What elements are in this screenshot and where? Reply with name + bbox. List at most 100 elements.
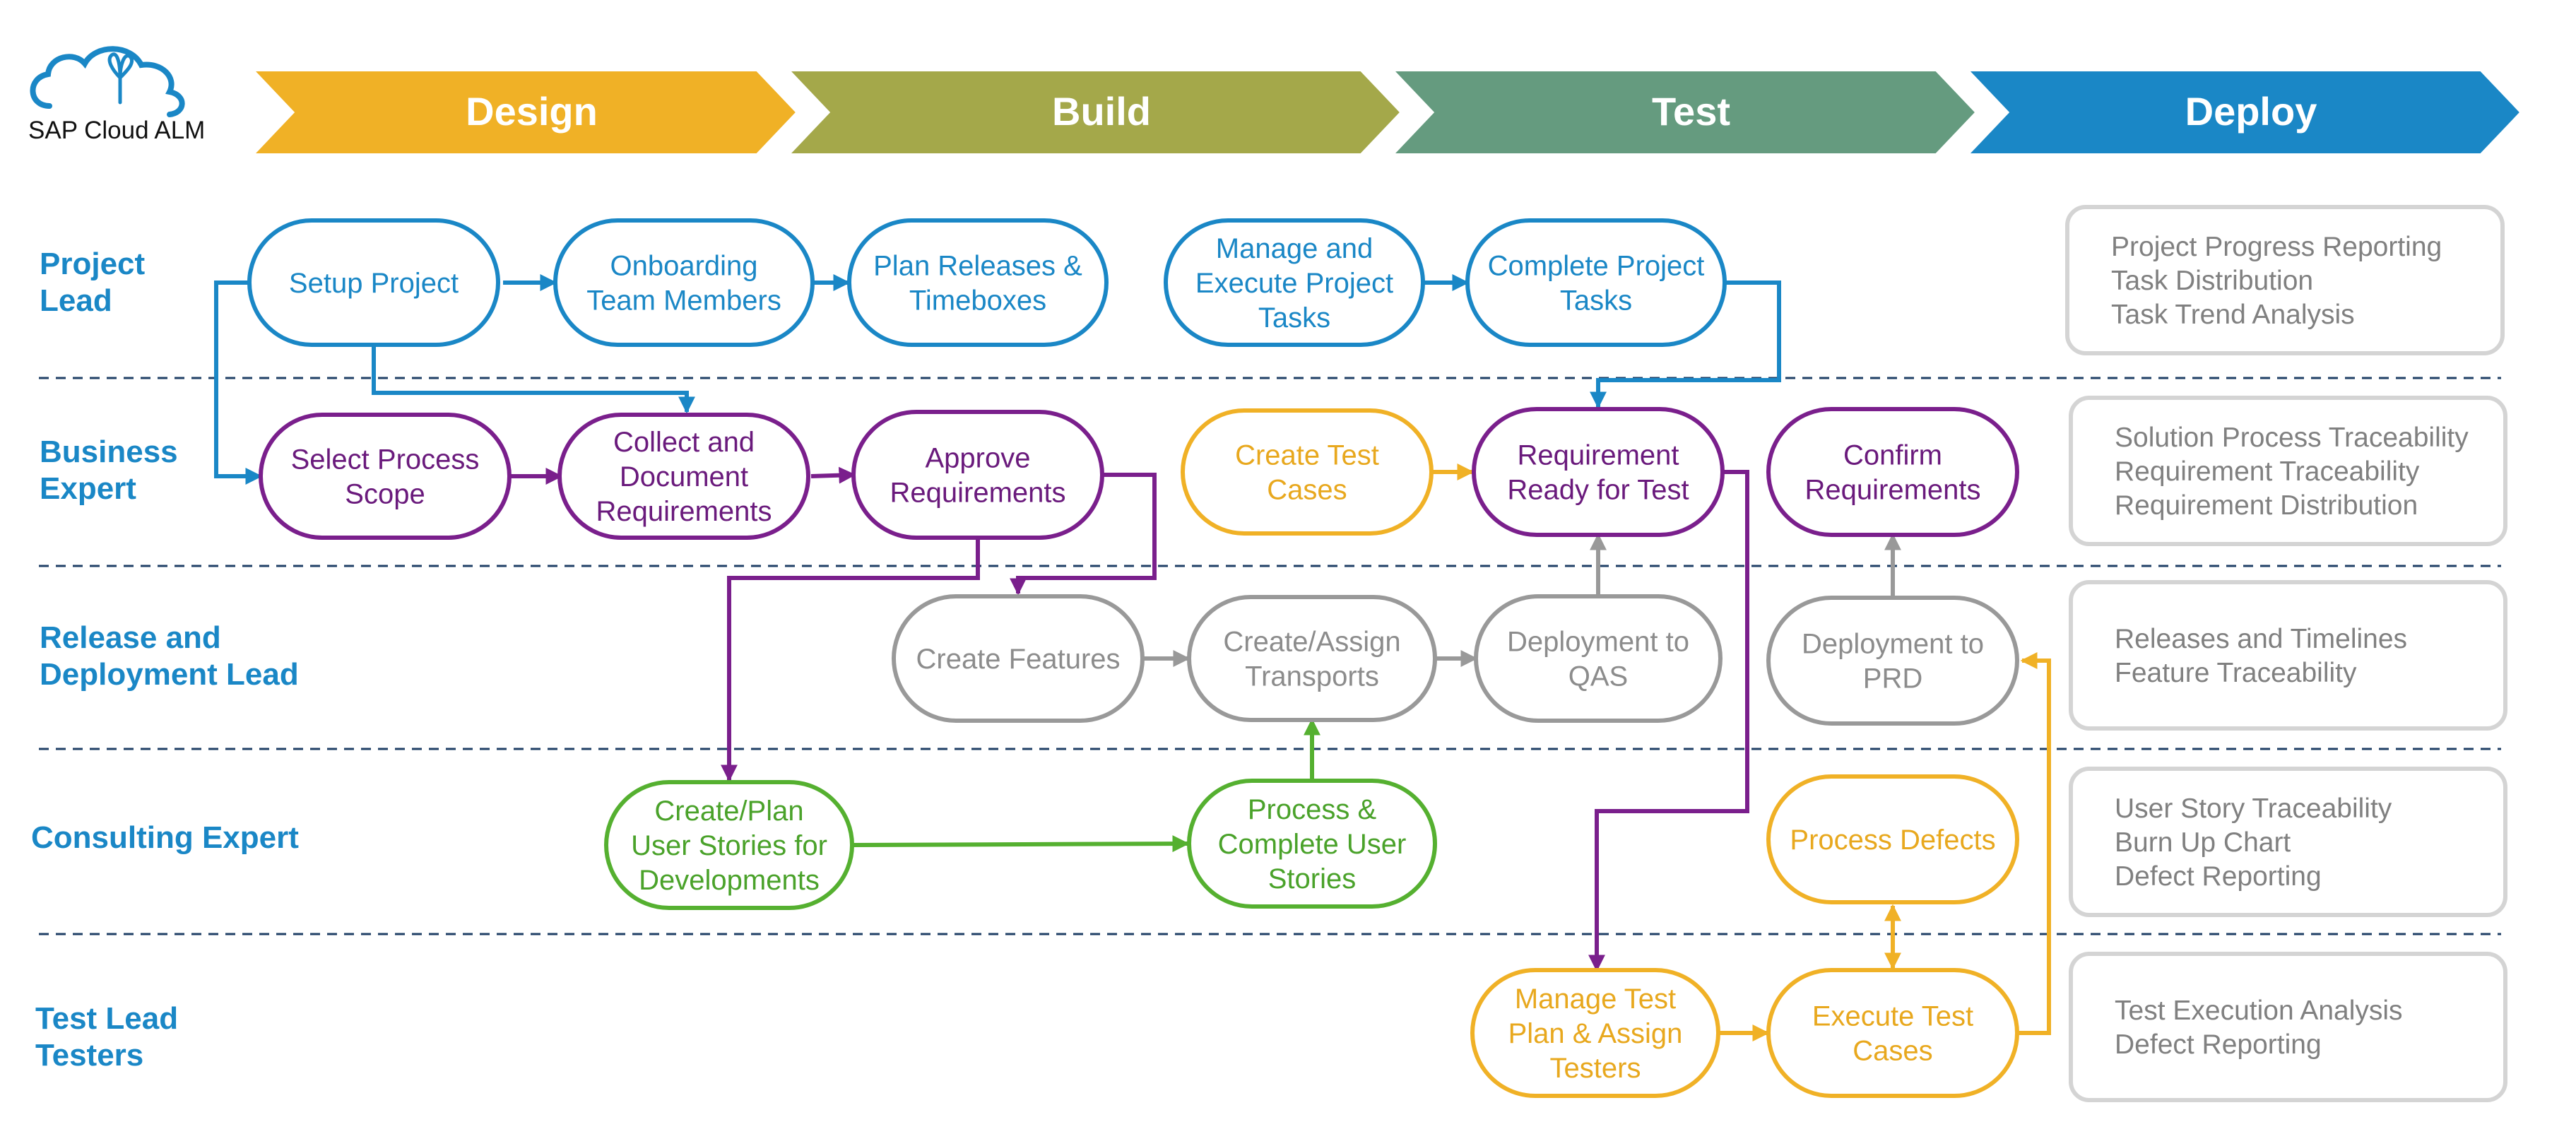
report-line: Task Trend Analysis [2111, 300, 2355, 330]
node-label: Execute Test [1812, 1001, 1973, 1032]
node-process-defects[interactable]: Process Defects [1766, 774, 2019, 904]
node-shape [1470, 968, 1720, 1098]
node-shape [1766, 968, 2019, 1098]
node-setup-project[interactable]: Setup Project [247, 218, 500, 347]
report-frame [2069, 580, 2507, 731]
node-label: Testers [1550, 1053, 1641, 1084]
node-label: Onboarding [610, 251, 757, 282]
node-label: Cases [1853, 1036, 1932, 1067]
node-label: Tasks [1258, 302, 1330, 333]
node-label: Requirement [1517, 440, 1679, 471]
node-label: Plan & Assign [1508, 1018, 1683, 1049]
node-label: Confirm [1843, 440, 1942, 471]
node-label: Create Features [916, 644, 1120, 675]
node-label: Complete User [1218, 829, 1407, 860]
phase-label: Test [1652, 89, 1730, 134]
logo-text: SAP Cloud ALM [28, 117, 206, 144]
node-label: Process Defects [1790, 825, 1995, 856]
node-label: Timeboxes [909, 285, 1046, 317]
node-create-features[interactable]: Create Features [892, 594, 1145, 723]
edge-execute-to-prd [2018, 652, 2051, 1035]
phase-label: Deploy [2185, 89, 2317, 134]
report-line: Burn Up Chart [2115, 827, 2291, 858]
node-shape [557, 413, 810, 540]
node-label: Setup Project [289, 268, 459, 299]
node-label: Create Test [1235, 440, 1379, 471]
report-frame [2069, 396, 2507, 546]
edge-userstories-to-process [851, 835, 1190, 853]
node-shape [1474, 594, 1723, 723]
phase-chevron [781, 67, 1406, 158]
node-label: Approve [926, 443, 1031, 474]
node-shape [247, 218, 500, 347]
node-label: Process & [1248, 794, 1377, 825]
report-line: Project Progress Reporting [2111, 232, 2442, 262]
node-label: Ready for Test [1507, 475, 1689, 506]
node-label: Deployment to [1507, 627, 1689, 658]
node-label: QAS [1568, 661, 1628, 692]
edge-setup-to-collect [372, 344, 695, 414]
node-shape [259, 413, 512, 540]
node-label: Complete Project [1488, 251, 1705, 282]
report-line: Defect Reporting [2115, 861, 2322, 892]
report-line: Test Execution Analysis [2115, 996, 2403, 1026]
phase-label: Design [466, 89, 598, 134]
phase-build: Build [781, 67, 1406, 158]
edge-ready-to-managetest [1588, 470, 1749, 972]
node-label: Select Process [291, 444, 480, 476]
node-label: Stories [1268, 863, 1357, 894]
node-shape [1766, 596, 2019, 726]
edge-approve-to-features [1010, 473, 1157, 596]
report-line: Feature Traceability [2115, 658, 2357, 688]
node-plan-releases-timeboxes[interactable]: Plan Releases &Timeboxes [847, 218, 1109, 347]
node-label: Manage and [1216, 233, 1373, 264]
node-shape [1164, 218, 1425, 347]
node-label: Requirements [1804, 475, 1980, 506]
report-line: Requirement Distribution [2115, 490, 2418, 521]
edge-approve-to-userstories [721, 538, 980, 782]
node-label: Create/Assign [1223, 627, 1400, 658]
node-label: Requirements [890, 478, 1065, 509]
node-shape [847, 218, 1109, 347]
node-label: Transports [1245, 661, 1379, 692]
node-label: Developments [639, 865, 820, 896]
node-label: User Stories for [631, 830, 827, 861]
node-label: Document [620, 461, 748, 492]
node-label: Cases [1267, 475, 1347, 506]
report-line: Releases and Timelines [2115, 624, 2407, 654]
node-label: Execute Project [1195, 268, 1393, 299]
node-label: Scope [345, 479, 425, 510]
node-label: Team Members [586, 285, 781, 317]
node-label: Requirements [596, 496, 772, 527]
node-shape [1181, 408, 1434, 536]
node-shape [1766, 774, 2019, 904]
phase-design: Design [246, 67, 802, 158]
node-label: Tasks [1560, 285, 1632, 317]
phase-label: Build [1052, 89, 1151, 134]
phase-test: Test [1386, 67, 1981, 158]
